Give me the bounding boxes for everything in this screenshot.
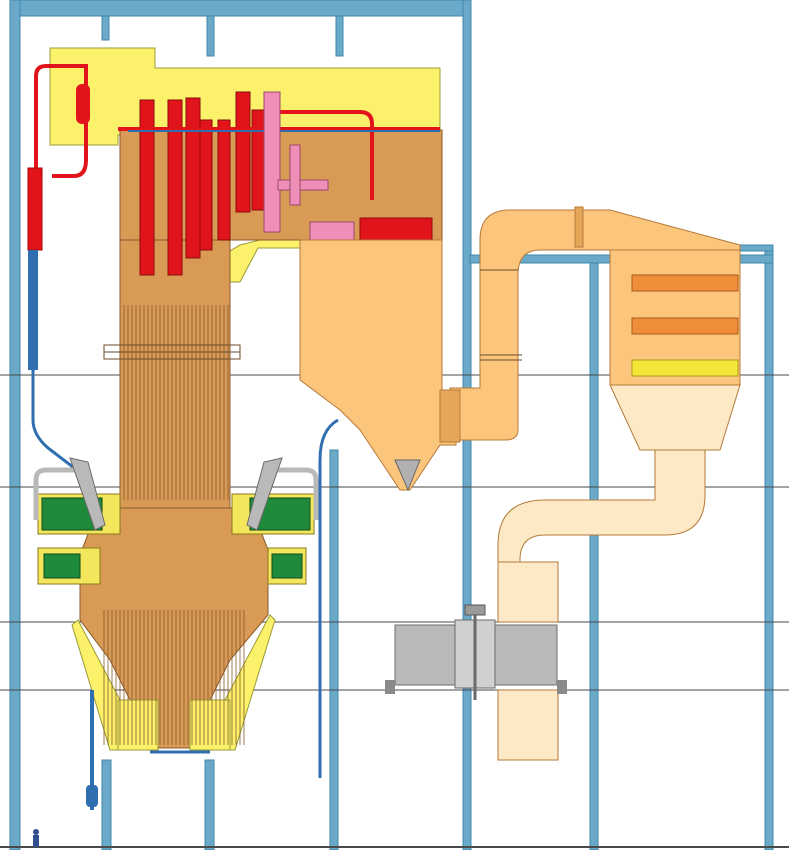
scr-reactor <box>609 249 741 451</box>
column-mid-inner <box>204 759 215 850</box>
top-beam <box>9 0 471 17</box>
column-scr-left <box>589 254 599 850</box>
burners <box>33 457 319 585</box>
hanger-2 <box>335 15 344 57</box>
drum-and-risers <box>27 64 339 810</box>
column-scr-right <box>764 244 774 850</box>
air-heater <box>385 604 567 700</box>
airheater-duct <box>497 449 706 761</box>
hanger-0 <box>101 15 110 41</box>
economizer-hopper <box>299 239 457 492</box>
person-icon <box>33 829 39 847</box>
column-right-inner <box>329 449 339 850</box>
hanger-1 <box>206 15 215 57</box>
column-left-inner <box>101 759 112 850</box>
beam-scr-top <box>739 244 774 252</box>
column-left <box>9 0 21 850</box>
